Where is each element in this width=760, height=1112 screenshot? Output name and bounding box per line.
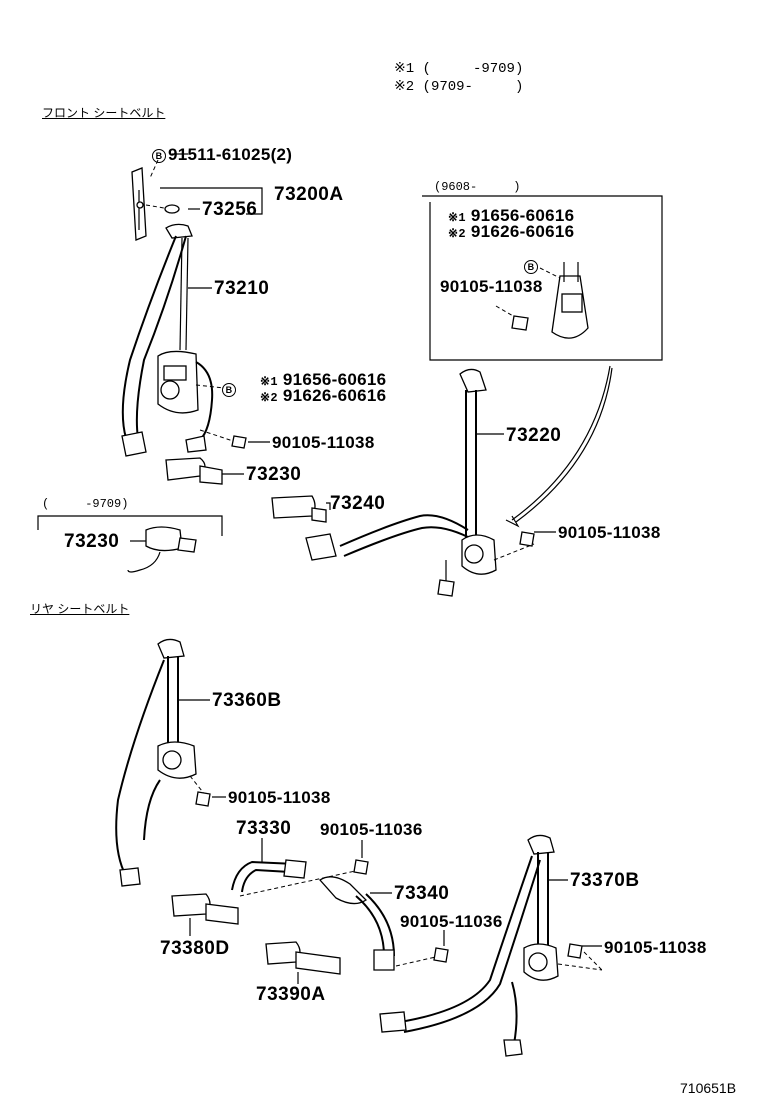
section-rear-title: リヤ シートベルト [30,602,130,616]
b-mark-left: B [222,379,238,399]
front-right-belt-assembly [271,368,535,597]
rear-right-belt-assembly [379,834,603,1057]
note-2: ※2 (9709- ) [394,78,523,95]
label-91626-a: ※2 91626-60616 [260,386,386,406]
star-1-mark: ※1 [448,211,466,225]
note-2-mark: ※2 [394,79,415,95]
inset-right-9608 [422,195,663,361]
note-1-text: ( -9709) [422,61,524,77]
label-91626-b: ※2 91626-60616 [448,222,574,242]
label-73360B: 73360B [212,690,282,711]
label-73256: 73256 [202,199,258,220]
star-1-mark: ※1 [260,375,278,389]
label-90105-11038-a: 90105-11038 [272,433,375,452]
label-73340: 73340 [394,883,450,904]
front-left-belt-assembly [121,159,263,485]
inset-right-range: (9608- ) [434,180,521,194]
label-91656-60616-b: 91656-60616 [470,206,575,225]
note-1-mark: ※1 [394,61,415,77]
note-1: ※1 ( -9709) [394,60,523,77]
label-90105-11038-b: 90105-11038 [440,277,543,296]
label-73380D: 73380D [160,938,230,959]
b-mark-right: B [524,256,540,276]
label-73240: 73240 [330,493,386,514]
label-90105-11038-e: 90105-11038 [604,938,707,957]
label-73390A: 73390A [256,984,326,1005]
rear-left-belt-assembly [115,638,211,887]
label-91626-60616-a: 91626-60616 [282,386,387,405]
inset-left-range: ( -9709) [42,497,129,511]
note-2-text: (9709- ) [422,79,524,95]
label-73210: 73210 [214,278,270,299]
label-90105-11036-a: 90105-11036 [320,820,423,839]
label-73370B: 73370B [570,870,640,891]
b-mark-icon: B [152,149,166,163]
b-mark-icon: B [222,383,236,397]
label-91656-60616-a: 91656-60616 [282,370,387,389]
label-73220: 73220 [506,425,562,446]
section-front-title: フロント シートベルト [42,106,166,120]
star-2-mark: ※2 [448,227,466,241]
star-2-mark: ※2 [260,391,278,405]
label-73230-a: 73230 [246,464,302,485]
label-91626-60616-b: 91626-60616 [470,222,575,241]
label-91511-61025: 91511-61025(2) [168,145,293,164]
label-90105-11036-b: 90105-11036 [400,912,503,931]
label-91656-b: ※1 91656-60616 [448,206,574,226]
label-90105-11038-c: 90105-11038 [558,523,661,542]
leader-lines [130,153,602,984]
label-90105-11038-d: 90105-11038 [228,788,331,807]
b-mark-icon: B [524,260,538,274]
inset-left-9709 [37,515,223,573]
label-73230-b: 73230 [64,531,120,552]
label-73330: 73330 [236,818,292,839]
label-91656-a: ※1 91656-60616 [260,370,386,390]
rear-center-parts [171,859,449,975]
label-73200A: 73200A [274,184,344,205]
document-id: 710651B [680,1080,737,1096]
